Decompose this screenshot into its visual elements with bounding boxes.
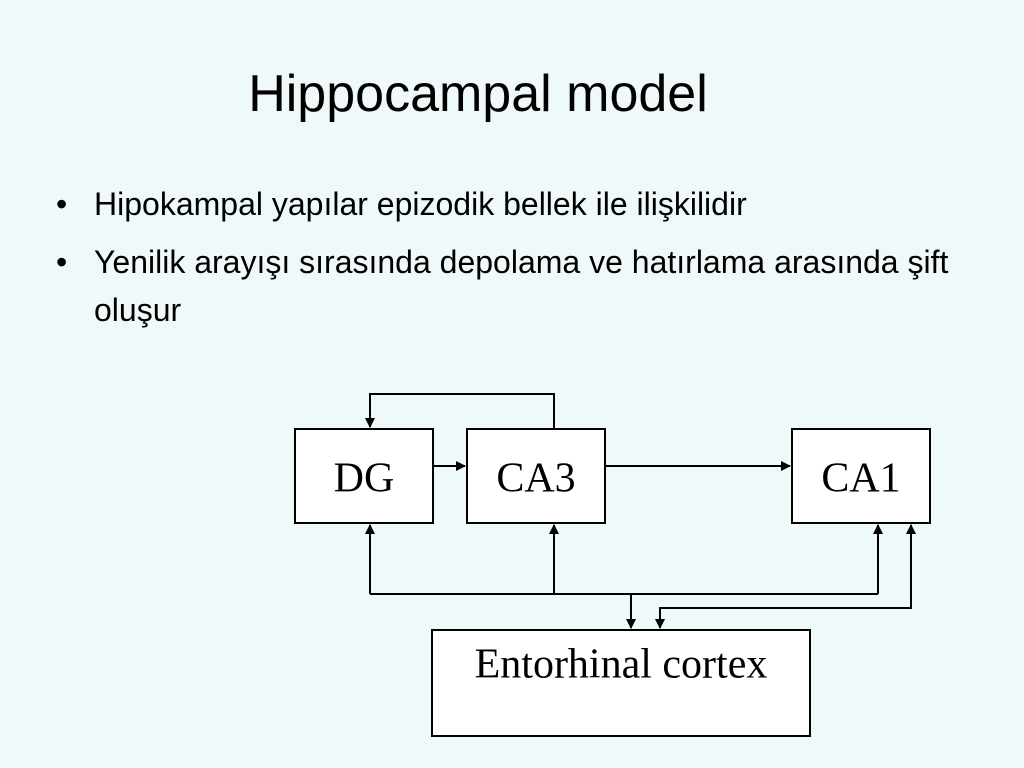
edge-ca1-to-ec — [655, 525, 912, 629]
node-ca3-label: CA3 — [496, 456, 575, 502]
bullet-dot-icon: • — [56, 186, 68, 222]
node-ca3-box — [466, 428, 606, 524]
node-dg-label: DG — [334, 456, 395, 502]
bullet-item: • Hipokampal yapılar epizodik bellek ile… — [56, 180, 976, 228]
node-ec-box — [431, 629, 811, 737]
bullet-text: Yenilik arayışı sırasında depolama ve ha… — [94, 244, 949, 328]
node-entorhinal-cortex: Entorhinal cortex — [431, 629, 811, 737]
node-ca1: CA1 — [791, 428, 931, 524]
slide-title: Hippocampal model — [248, 65, 708, 123]
node-ca1-box — [791, 428, 931, 524]
bullet-text: Hipokampal yapılar epizodik bellek ile i… — [94, 186, 747, 222]
bullet-list: • Hipokampal yapılar epizodik bellek ile… — [56, 180, 976, 344]
bullet-dot-icon: • — [56, 244, 68, 280]
bullet-item: • Yenilik arayışı sırasında depolama ve … — [56, 238, 976, 334]
node-ca1-label: CA1 — [821, 456, 900, 502]
node-ca3: CA3 — [466, 428, 606, 524]
node-dg-box — [294, 428, 434, 524]
node-ec-label: Entorhinal cortex — [475, 642, 768, 688]
node-dg: DG — [294, 428, 434, 524]
edge-ca3-to-dg-feedback — [365, 393, 555, 429]
